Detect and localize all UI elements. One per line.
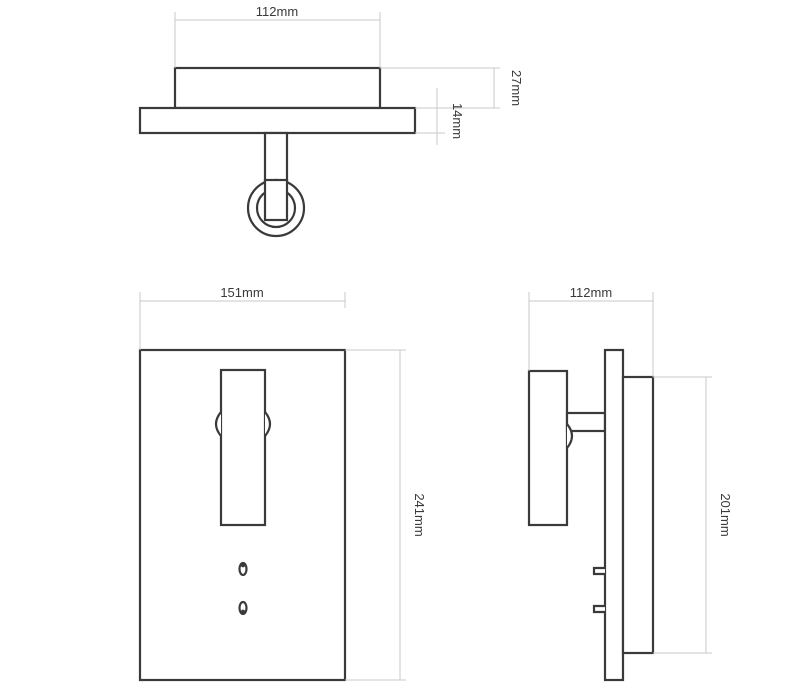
side-view-plate — [603, 348, 625, 682]
front-width-label: 151mm — [220, 285, 263, 300]
side-depth-label: 112mm — [570, 285, 612, 300]
front-view-knuckle-right — [264, 411, 272, 437]
side-view-mount-box — [621, 375, 655, 655]
front-view-switch-lower-dot — [240, 609, 246, 615]
front-view-arm-head — [219, 368, 267, 527]
side-view-switch-lower — [592, 604, 605, 614]
front-view-knuckle-left — [214, 411, 222, 437]
top-view-plate — [138, 106, 417, 135]
top-depth-label: 27mm — [509, 70, 524, 106]
top-view: 112mm 27mm 14mm — [138, 4, 524, 238]
top-view-arm-cap — [263, 178, 289, 222]
top-plate-label: 14mm — [450, 103, 465, 139]
side-view-switch-upper — [592, 566, 605, 576]
side-height-label: 201mm — [718, 493, 733, 536]
front-height-label: 241mm — [412, 493, 427, 536]
top-view-body — [173, 66, 382, 110]
side-view-arm — [565, 411, 607, 433]
front-view-switch-upper-dot — [240, 562, 246, 568]
side-view-knuckle — [566, 423, 574, 449]
side-view-arm-head — [527, 369, 569, 527]
front-view: 151mm 241mm — [138, 285, 427, 682]
side-view: 112mm 201mm — [527, 285, 733, 682]
top-width-label: 112mm — [256, 4, 298, 19]
